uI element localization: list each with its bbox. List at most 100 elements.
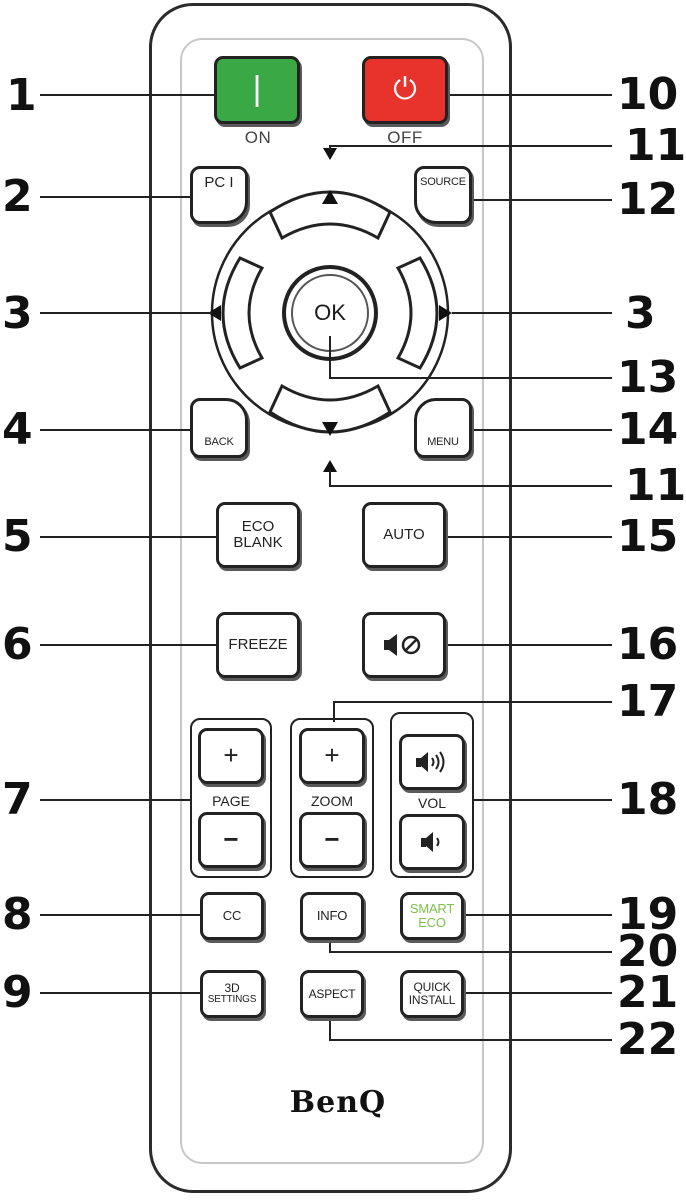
- volume-down-icon: [421, 832, 440, 852]
- on-label: ON: [244, 128, 272, 147]
- zoom-group: [290, 718, 374, 878]
- callout-number-12: 12: [617, 174, 679, 225]
- arrow-down-icon: [322, 422, 338, 436]
- callout-number-16: 16: [617, 619, 679, 670]
- callout-number-4: 4: [2, 404, 33, 455]
- smart-eco-button[interactable]: SMART ECO: [400, 892, 464, 940]
- quick-install-line1: QUICK: [413, 980, 451, 995]
- marker-up-arrow-icon: [323, 148, 337, 160]
- smart-eco-line2: ECO: [418, 915, 446, 930]
- callout-line-11-bottom: [329, 470, 612, 487]
- page-down-button[interactable]: −: [198, 812, 264, 868]
- callout-number-18: 18: [617, 774, 679, 825]
- quick-install-button[interactable]: QUICK INSTALL: [400, 970, 464, 1018]
- dpad-up-button: [268, 190, 392, 241]
- callout-number-6: 6: [2, 619, 33, 670]
- callout-number-3-left: 3: [2, 288, 33, 339]
- volume-up-button[interactable]: [399, 734, 465, 790]
- power-on-button[interactable]: |: [214, 56, 300, 124]
- page-group: [190, 718, 272, 878]
- callout-line-11-top: [329, 145, 612, 150]
- callout-number-1: 1: [6, 70, 37, 121]
- callout-number-11-top: 11: [625, 120, 686, 171]
- callout-number-5: 5: [2, 511, 33, 562]
- vol-label: VOL: [417, 795, 446, 811]
- back-button[interactable]: BACK: [190, 398, 248, 458]
- eco-blank-line1: ECO: [241, 518, 275, 536]
- pc-label: PC I: [204, 174, 234, 191]
- dpad-down-button: [268, 383, 392, 434]
- menu-button[interactable]: MENU: [414, 398, 472, 458]
- power-on-glyph: |: [252, 70, 262, 109]
- callout-number-3-right: 3: [625, 288, 656, 339]
- callout-number-13: 13: [617, 352, 679, 403]
- zoom-minus-label: −: [324, 824, 340, 855]
- page-label: PAGE: [212, 793, 250, 809]
- callout-line-17: [333, 701, 612, 722]
- callout-number-19: 19: [617, 889, 679, 940]
- eco-blank-line2: BLANK: [233, 534, 283, 551]
- back-label: BACK: [204, 436, 234, 449]
- zoom-in-button[interactable]: +: [299, 728, 365, 784]
- callout-number-8: 8: [2, 889, 33, 940]
- remote-panel: [180, 38, 484, 1164]
- cc-button[interactable]: CC: [200, 892, 264, 940]
- page-minus-label: −: [223, 824, 239, 855]
- mute-speaker-icon: [384, 634, 421, 656]
- zoom-label: ZOOM: [311, 793, 353, 809]
- aspect-label: ASPECT: [308, 986, 356, 1001]
- 3d-settings-line1: 3D: [224, 981, 240, 996]
- callout-number-7: 7: [2, 774, 33, 825]
- callout-number-9: 9: [2, 967, 33, 1018]
- power-off-button[interactable]: ⏻: [362, 56, 448, 124]
- 3d-settings-button[interactable]: 3D SETTINGS: [200, 970, 264, 1018]
- info-button[interactable]: INFO: [300, 892, 364, 940]
- callout-number-10: 10: [617, 69, 679, 120]
- cc-label: CC: [222, 908, 242, 924]
- callout-line-20: [329, 934, 612, 953]
- smart-eco-line1: SMART: [409, 901, 455, 917]
- callout-number-15: 15: [617, 511, 679, 562]
- aspect-button[interactable]: ASPECT: [300, 970, 364, 1018]
- arrow-up-icon: [322, 190, 338, 204]
- power-icon: ⏻: [393, 73, 417, 107]
- quick-install-line2: INSTALL: [408, 993, 456, 1007]
- callout-line-13: [329, 336, 612, 379]
- page-plus-label: +: [223, 740, 239, 771]
- pc-button[interactable]: PC I: [190, 166, 248, 224]
- menu-label: MENU: [427, 436, 459, 449]
- dpad-left-button: [221, 256, 265, 370]
- volume-down-button[interactable]: [399, 814, 465, 870]
- 3d-settings-line2: SETTINGS: [207, 994, 257, 1006]
- freeze-label: FREEZE: [228, 636, 288, 654]
- callout-number-17: 17: [617, 676, 679, 727]
- zoom-plus-label: +: [324, 740, 340, 771]
- brand-logo: BenQ: [289, 1085, 387, 1120]
- freeze-button[interactable]: FREEZE: [216, 612, 300, 678]
- callout-number-11-bottom: 11: [625, 460, 686, 511]
- eco-blank-button[interactable]: ECO BLANK: [216, 502, 300, 568]
- source-label: SOURCE: [420, 176, 466, 188]
- vol-group: [390, 712, 474, 878]
- info-label: INFO: [316, 908, 348, 924]
- zoom-out-button[interactable]: −: [299, 812, 365, 868]
- callout-number-14: 14: [617, 404, 679, 455]
- callout-number-20: 20: [617, 926, 679, 977]
- mute-button[interactable]: [362, 612, 446, 678]
- ok-label[interactable]: OK: [314, 300, 346, 325]
- callout-line-22: [329, 1012, 612, 1041]
- marker-down-arrow-icon: [323, 460, 337, 472]
- arrow-left-icon: [208, 305, 221, 321]
- page-up-button[interactable]: +: [198, 728, 264, 784]
- volume-up-icon: [416, 751, 445, 773]
- dpad-right-button: [395, 256, 439, 370]
- callout-number-2: 2: [2, 171, 33, 222]
- auto-label: AUTO: [383, 526, 425, 544]
- callout-number-22: 22: [617, 1014, 679, 1065]
- off-label: OFF: [387, 128, 423, 147]
- callout-number-21: 21: [617, 967, 679, 1018]
- source-button[interactable]: SOURCE: [414, 166, 472, 224]
- auto-button[interactable]: AUTO: [362, 502, 446, 568]
- arrow-right-icon: [439, 305, 452, 321]
